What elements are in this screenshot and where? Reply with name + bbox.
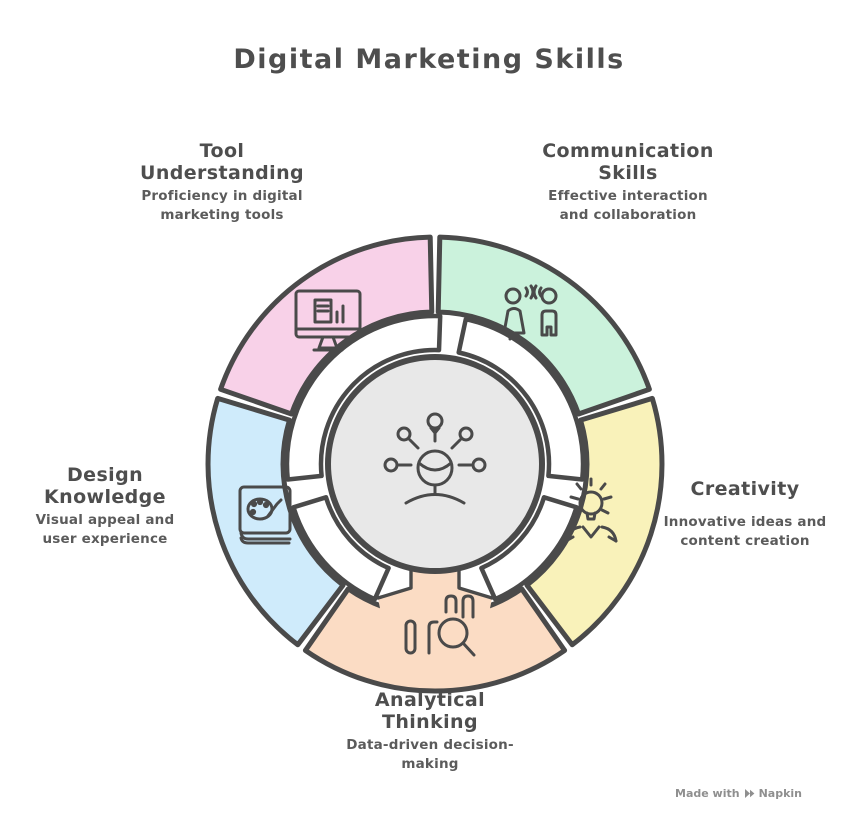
palette-book-icon [238,485,292,545]
segment-design-knowledge [205,395,346,648]
inner-ring-arc-top-left [284,313,443,482]
idea-head-icon [383,412,487,505]
inner-ring-arc-top-right [456,316,586,482]
label-title: Communication Skills [542,140,714,185]
center-circle [325,354,545,574]
label-communication-skills: Communication Skills Effective interacti… [518,140,738,224]
label-title: Tool Understanding [140,140,304,185]
label-subtitle: Innovative ideas and content creation [663,514,827,549]
lightbulb-person-icon [564,477,618,543]
label-subtitle: Data-driven decision-making [346,737,514,772]
label-title: Creativity [690,478,800,500]
segment-creativity [524,395,665,648]
chart-magnifier-icon [404,594,476,657]
label-subtitle: Effective interaction and collaboration [548,188,708,223]
segment-tool-understanding [218,234,435,417]
label-title: Design Knowledge [44,464,166,509]
label-subtitle: Visual appeal and user experience [35,512,175,547]
napkin-logo-icon [744,789,754,798]
label-title: Analytical Thinking [374,689,486,734]
segment-communication-skills [435,234,652,417]
watermark-prefix: Made with [675,787,740,800]
watermark-brand: Napkin [758,787,802,800]
inner-ring-arc-bottom-left [291,495,391,602]
people-talking-icon [502,284,558,341]
diagram-title: Digital Marketing Skills [233,44,625,75]
label-design-knowledge: Design Knowledge Visual appeal and user … [10,464,200,548]
monitor-icon [294,289,362,352]
inner-ring-arc-bottom-right [479,495,579,602]
label-analytical-thinking: Analytical Thinking Data-driven decision… [325,689,535,773]
inner-ring [284,313,586,602]
napkin-watermark[interactable]: Made with Napkin [675,787,802,800]
label-subtitle: Proficiency in digital marketing tools [141,188,303,223]
label-creativity: Creativity Innovative ideas and content … [640,478,850,550]
label-tool-understanding: Tool Understanding Proficiency in digita… [117,140,327,224]
